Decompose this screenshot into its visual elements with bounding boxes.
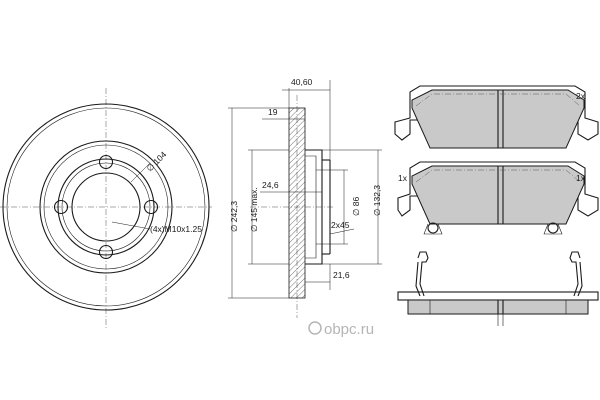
disc-front-view: ∅ 104 (4x)M10x1.25 bbox=[0, 88, 212, 328]
watermark-text: obpc.ru bbox=[324, 321, 374, 338]
center-bore-label: ∅ 86 bbox=[351, 197, 361, 216]
max-diameter-label: ∅ 145 max. bbox=[249, 187, 259, 232]
wear-sensor-left bbox=[427, 222, 439, 234]
offset-label: 21,6 bbox=[333, 270, 350, 280]
disc-section-view: 40,60 19 ∅ 242,3 ∅ 145 max. 24,6 ∅ 86 ∅ … bbox=[228, 77, 382, 318]
pad-top-qty: 2x bbox=[576, 91, 586, 101]
wear-sensor-right bbox=[547, 222, 559, 234]
flange-diameter-label: ∅ 132,3 bbox=[372, 185, 382, 216]
hub-ring bbox=[39, 140, 173, 274]
chamfer-label: 2x45 bbox=[331, 220, 350, 230]
pad-middle-qty-left: 1x bbox=[398, 173, 408, 183]
total-width-label: 40,60 bbox=[291, 77, 313, 87]
watermark-icon bbox=[308, 321, 322, 335]
watermark-logo: obpc.ru bbox=[308, 321, 374, 338]
brake-pad-side-view bbox=[397, 251, 599, 326]
outer-diameter-label: ∅ 242,3 bbox=[229, 201, 239, 232]
thickness-label: 19 bbox=[268, 107, 278, 117]
brake-pad-middle: 1x 1x bbox=[397, 161, 599, 235]
brake-pad-top: 2x bbox=[394, 85, 599, 149]
pad-middle-qty-right: 1x bbox=[576, 173, 586, 183]
friction-ring-section bbox=[288, 107, 306, 299]
disc-outer-edge bbox=[2, 103, 210, 311]
bolt-holes bbox=[53, 154, 159, 260]
hub-height-label: 24,6 bbox=[262, 180, 279, 190]
center-bore bbox=[71, 172, 141, 242]
bolt-spec-label: (4x)M10x1.25 bbox=[150, 224, 202, 234]
